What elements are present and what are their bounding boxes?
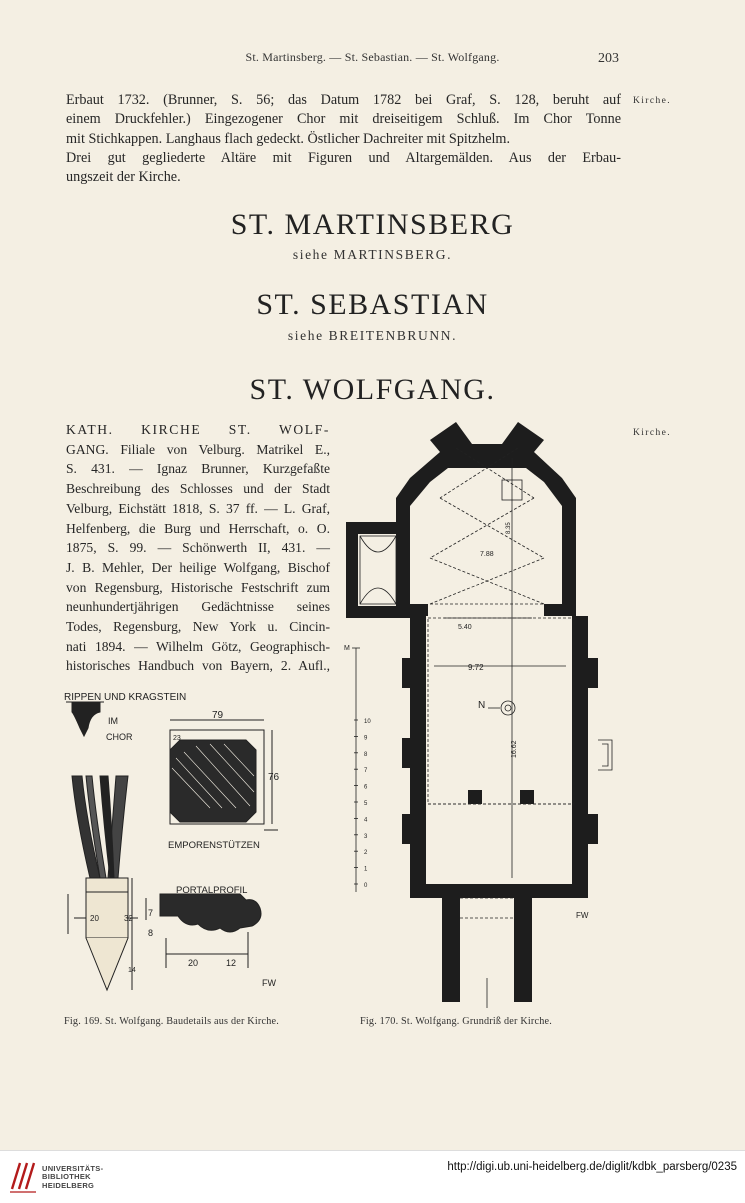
wolfgang-description: KATH. KIRCHE ST. WOLF- GANG. Filiale von… bbox=[66, 420, 330, 676]
dim-79: 79 bbox=[212, 710, 224, 721]
scale-tick-label: 6 bbox=[364, 785, 368, 791]
intro-line-2: einem Druckfehler.) Eingezogener Chor mi… bbox=[66, 111, 621, 127]
page-number: 203 bbox=[598, 51, 619, 66]
dim-20-portal: 20 bbox=[188, 958, 198, 968]
dim-9-72: 9.72 bbox=[468, 663, 484, 672]
north-arrow: N bbox=[478, 700, 485, 711]
scale-label: M bbox=[344, 645, 350, 652]
scale-tick-label: 3 bbox=[364, 834, 368, 840]
text-line: Helfenberg, die Burg und Herrschaft, o. … bbox=[66, 520, 330, 536]
dim-12: 12 bbox=[226, 958, 236, 968]
scale-tick-label: 7 bbox=[364, 768, 368, 774]
intro-line-4: Drei gut gegliederte Altäre mit Figuren … bbox=[66, 150, 621, 166]
intro-line-1: Erbaut 1732. (Brunner, S. 56; das Datum … bbox=[66, 92, 621, 108]
fig169-drawing: RIPPEN UND KRAGSTEIN IM CHOR 79 23 76 EM… bbox=[64, 692, 280, 992]
text-line: J. B. Mehler, Der heilige Wolfgang, Bisc… bbox=[66, 559, 330, 575]
text-line: von Regensburg, Historische Festschrift … bbox=[66, 579, 330, 595]
dim-7: 7 bbox=[148, 908, 153, 918]
intro-line-5: ungszeit der Kirche. bbox=[66, 169, 181, 185]
label-emporen: EMPORENSTÜTZEN bbox=[168, 840, 260, 851]
library-name: UNIVERSITÄTS- BIBLIOTHEK HEIDELBERG bbox=[42, 1164, 104, 1190]
scale-tick-label: 9 bbox=[364, 735, 368, 741]
dim-32: 32 bbox=[124, 914, 133, 923]
dim-5-40: 5.40 bbox=[458, 624, 472, 631]
book-page: St. Martinsberg. — St. Sebastian. — St. … bbox=[0, 0, 745, 1150]
dim-7-88: 7.88 bbox=[480, 551, 494, 558]
text-line: Velburg, Eichstätt 1818, S. 37 ff. — L. … bbox=[66, 500, 330, 516]
label-im: IM bbox=[108, 716, 118, 726]
text-line: neunhundertjährigen Gedächtnisse seines bbox=[66, 599, 330, 615]
dim-14: 14 bbox=[128, 967, 136, 974]
source-url-link[interactable]: http://digi.ub.uni-heidelberg.de/diglit/… bbox=[447, 1161, 737, 1173]
section-title-sebastian: ST. SEBASTIAN bbox=[256, 288, 489, 321]
text-line: historisches Handbuch von Bayern, 2. Auf… bbox=[66, 658, 330, 674]
intro-line-3: mit Stichkappen. Langhaus flach gedeckt.… bbox=[66, 131, 511, 147]
scale-tick-label: 2 bbox=[364, 850, 368, 856]
section-title-martinsberg: ST. MARTINSBERG bbox=[230, 208, 515, 241]
dim-16-62: 16.62 bbox=[511, 740, 518, 758]
heidelberg-logo bbox=[10, 1162, 36, 1193]
text-line: nati 1894. — Wilhelm Götz, Geographisch- bbox=[66, 638, 330, 654]
dim-8: 8 bbox=[148, 928, 153, 938]
scale-tick-label: 4 bbox=[364, 817, 368, 823]
signature-fig169: FW bbox=[262, 978, 276, 988]
fig170-caption: Fig. 170. St. Wolfgang. Grundriß der Kir… bbox=[360, 1016, 552, 1027]
label-chor: CHOR bbox=[106, 732, 133, 742]
scale-tick-label: 8 bbox=[364, 752, 368, 758]
margin-note-kirche-2: Kirche. bbox=[633, 428, 672, 438]
text-line: KATH. KIRCHE ST. WOLF- bbox=[66, 422, 330, 437]
signature-fig170: FW bbox=[576, 911, 589, 920]
text-line: GANG. Filiale von Velburg. Matrikel E., bbox=[66, 441, 330, 457]
dim-20: 20 bbox=[90, 914, 99, 923]
dim-23: 23 bbox=[173, 735, 181, 742]
label-portal: PORTALPROFIL bbox=[176, 885, 247, 896]
scale-tick-label: 5 bbox=[364, 801, 368, 807]
scale-tick-label: 1 bbox=[364, 867, 368, 873]
see-martinsberg: siehe MARTINSBERG. bbox=[292, 247, 453, 262]
margin-note-kirche-1: Kirche. bbox=[633, 96, 672, 106]
fig169-caption: Fig. 169. St. Wolfgang. Baudetails aus d… bbox=[64, 1016, 279, 1027]
text-line: Beschreibung des Schlosses und der Stadt bbox=[66, 481, 330, 497]
running-title: St. Martinsberg. — St. Sebastian. — St. … bbox=[245, 50, 500, 64]
text-line: 1875, S. 99. — Schönwerth II, 431. — bbox=[66, 540, 330, 556]
library-footer: UNIVERSITÄTS- BIBLIOTHEK HEIDELBERG http… bbox=[0, 1150, 745, 1203]
section-title-wolfgang: ST. WOLFGANG. bbox=[249, 373, 496, 406]
dim-8-35: 8.35 bbox=[506, 522, 512, 534]
dim-76: 76 bbox=[268, 772, 280, 783]
scale-tick-label: 0 bbox=[364, 883, 368, 889]
see-breitenbrunn: siehe BREITENBRUNN. bbox=[287, 328, 458, 343]
label-rippen: RIPPEN UND KRAGSTEIN bbox=[64, 692, 186, 703]
text-line: S. 431. — Ignaz Brunner, Kurzgefaßte bbox=[66, 461, 330, 477]
text-line: Todes, Regensburg, New York u. Cincin- bbox=[66, 619, 330, 635]
scale-tick-label: 10 bbox=[364, 719, 371, 725]
